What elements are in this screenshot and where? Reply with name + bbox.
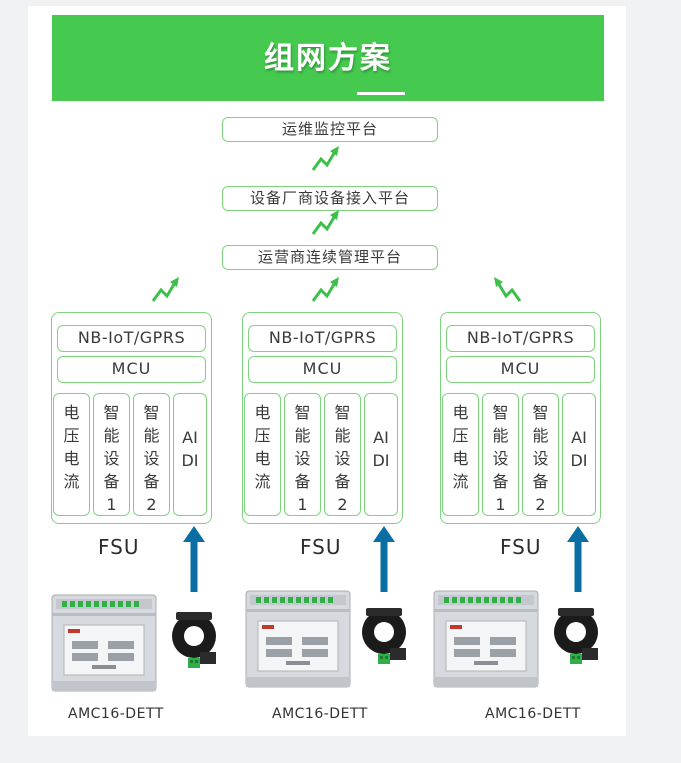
fsu-column-voltage-current: 电压电流 <box>442 393 479 516</box>
mcu-module: MCU <box>57 356 206 383</box>
up-arrow-icon <box>183 526 205 592</box>
wireless-signal-icon <box>311 144 341 172</box>
comm-module: NB-IoT/GPRS <box>248 325 397 352</box>
device-model-label: AMC16-DETT <box>485 706 581 722</box>
wireless-signal-icon <box>311 275 341 303</box>
up-arrow-icon <box>373 526 395 592</box>
title-underline <box>357 92 405 95</box>
current-sensor-icon <box>554 608 598 664</box>
mcu-module: MCU <box>446 356 595 383</box>
wireless-signal-icon <box>492 275 522 303</box>
up-arrow-icon <box>567 526 589 592</box>
comm-module: NB-IoT/GPRS <box>57 325 206 352</box>
platform-ops-monitoring: 运维监控平台 <box>222 117 438 142</box>
wireless-signal-icon <box>311 208 341 236</box>
mcu-module: MCU <box>248 356 397 383</box>
fsu-label: FSU <box>300 535 342 559</box>
wireless-signal-icon <box>151 275 181 303</box>
meter-device-icon <box>51 594 157 692</box>
comm-module: NB-IoT/GPRS <box>446 325 595 352</box>
current-sensor-icon <box>362 608 406 664</box>
fsu-column-voltage-current: 电压电流 <box>53 393 90 516</box>
current-sensor-icon <box>172 612 216 668</box>
meter-device-icon <box>245 590 351 688</box>
title-banner: 组网方案 <box>52 15 604 101</box>
platform-vendor-access: 设备厂商设备接入平台 <box>222 186 438 211</box>
meter-device-icon <box>433 590 539 688</box>
page-title: 组网方案 <box>264 41 392 76</box>
platform-carrier-management: 运营商连续管理平台 <box>222 245 438 270</box>
device-model-label: AMC16-DETT <box>272 706 368 722</box>
fsu-label: FSU <box>98 535 140 559</box>
fsu-column-voltage-current: 电压电流 <box>244 393 281 516</box>
fsu-label: FSU <box>500 535 542 559</box>
device-model-label: AMC16-DETT <box>68 706 164 722</box>
